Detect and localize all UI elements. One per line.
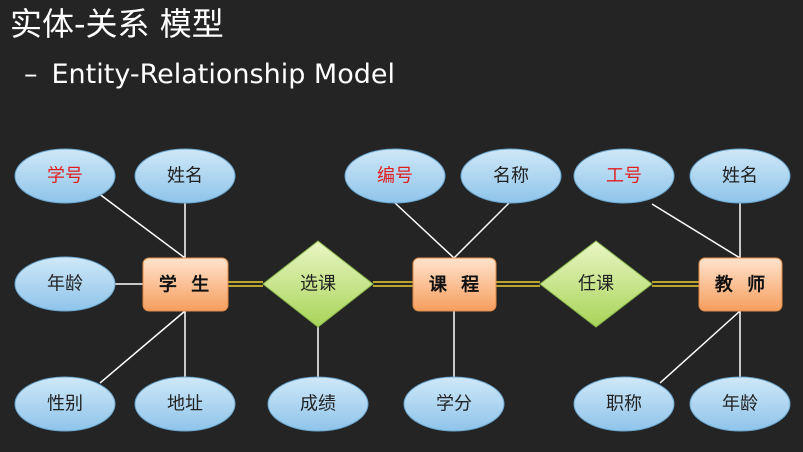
attr-course-name: 名称: [493, 166, 529, 187]
labels: 学号 姓名 年龄 性别 地址 成绩 编号 名称 学分 工号 姓名 职称 年龄 学…: [47, 166, 769, 415]
entity-student-box: [142, 257, 229, 312]
attr-teacher-age: 年龄: [722, 394, 758, 415]
attr-student-address-shape: [134, 376, 236, 432]
attr-student-age-shape: [14, 256, 116, 312]
slide-title: 实体-关系 模型: [10, 5, 224, 43]
entity-course-box: [412, 257, 497, 312]
attr-course-id: 编号: [377, 166, 413, 187]
entity-teacher-box: [698, 257, 783, 312]
relationship-teach: 任课: [578, 274, 614, 295]
attr-teacher-title: 职称: [606, 394, 642, 415]
attr-student-age: 年龄: [47, 274, 83, 295]
attr-student-name: 姓名: [167, 166, 203, 187]
attr-student-address: 地址: [167, 394, 203, 415]
relationship-enroll-diamond: [262, 240, 374, 328]
attr-teacher-id: 工号: [606, 166, 642, 187]
link-teacher-title: [659, 310, 741, 384]
entity-student: 学 生: [159, 274, 213, 296]
attr-teacher-age-shape: [689, 376, 791, 432]
attr-course-id-shape: [344, 148, 446, 204]
subtitle-text: Entity-Relationship Model: [51, 59, 396, 90]
relationships: [262, 240, 653, 328]
entities: [142, 257, 783, 312]
link-teacher-id: [651, 203, 741, 259]
link-student-gender: [99, 310, 186, 384]
link-course-id: [394, 202, 455, 259]
attribute-links: [97, 192, 741, 384]
attr-student-name-shape: [134, 148, 236, 204]
attr-teacher-id-shape: [573, 148, 675, 204]
link-student-id: [97, 192, 186, 259]
attr-course-credit-shape: [403, 376, 505, 432]
attr-student-gender-shape: [14, 376, 116, 432]
attr-teacher-name: 姓名: [722, 166, 758, 187]
attr-course-credit: 学分: [436, 394, 472, 415]
attr-enroll-grade-shape: [267, 376, 369, 432]
attr-teacher-name-shape: [689, 148, 791, 204]
entity-teacher: 教 师: [715, 274, 769, 296]
link-course-name: [453, 200, 512, 259]
relationship-teach-diamond: [539, 240, 653, 328]
attr-course-name-shape: [460, 148, 562, 204]
relationship-links: [228, 281, 699, 287]
attr-teacher-title-shape: [573, 376, 675, 432]
slide-subtitle: –Entity-Relationship Model: [24, 56, 395, 94]
attr-student-id-shape: [14, 148, 116, 204]
attr-enroll-grade: 成绩: [300, 394, 336, 415]
attr-student-id: 学号: [47, 166, 83, 187]
attributes: [14, 148, 791, 432]
relationship-enroll: 选课: [300, 274, 336, 295]
entity-course: 课 程: [429, 275, 483, 296]
subtitle-bullet: –: [24, 59, 38, 90]
attr-student-gender: 性别: [47, 394, 83, 415]
